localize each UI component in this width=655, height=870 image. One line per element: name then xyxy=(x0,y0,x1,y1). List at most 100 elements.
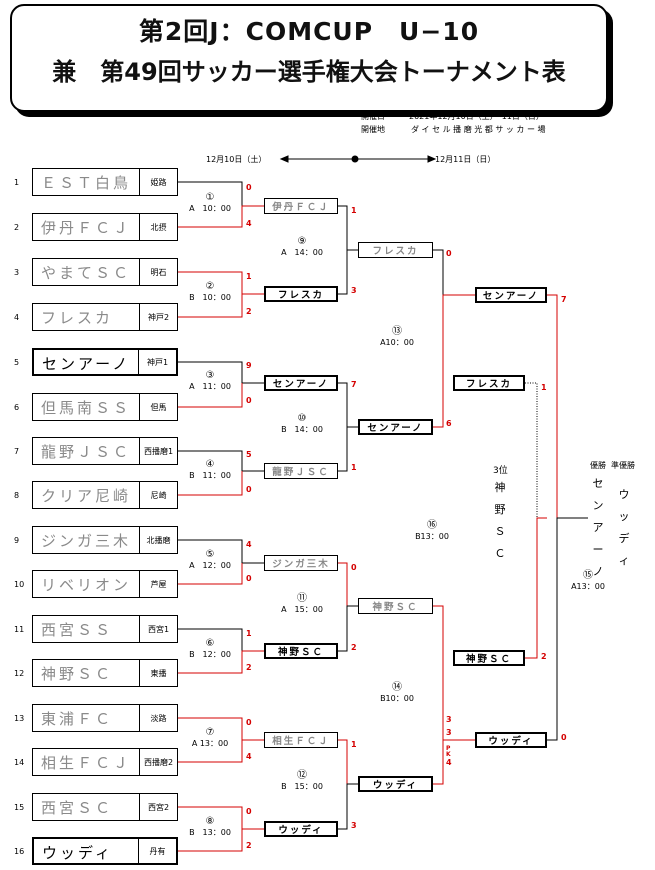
winner-box: ウッディ xyxy=(264,821,338,837)
score: 3 xyxy=(446,715,452,724)
score: 1 xyxy=(246,629,252,638)
team-card: クリア尼崎 尼崎 xyxy=(32,481,178,509)
team-number: 3 xyxy=(14,268,20,277)
match-info: ④ B 11：00 xyxy=(186,459,234,481)
winner-box: フレスカ xyxy=(264,286,338,302)
score: 2 xyxy=(246,663,252,672)
team-name: ＥＳＴ白鳥 xyxy=(41,174,132,192)
team-number: 2 xyxy=(14,223,20,232)
score: 0 xyxy=(561,733,567,742)
team-number: 13 xyxy=(14,714,25,723)
match-time: A13：00 xyxy=(571,582,605,591)
score: 0 xyxy=(246,807,252,816)
team-area: 西宮2 xyxy=(139,794,177,820)
team-card: センアーノ 神戸1 xyxy=(32,348,178,376)
score: 0 xyxy=(246,574,252,583)
score: 0 xyxy=(246,183,252,192)
match-info: ⑫ B 15：00 xyxy=(270,770,334,792)
team-name: やまてＳＣ xyxy=(41,264,132,282)
match-number: ⑫ xyxy=(297,770,307,781)
match-info: ⑨ A 14：00 xyxy=(270,236,334,258)
date-value: 2021年12月10日（土）・11日（日） xyxy=(409,112,544,121)
match-number: ⑤ xyxy=(205,549,215,560)
match-number: ① xyxy=(205,192,215,203)
score: 2 xyxy=(246,307,252,316)
match-info: ⑩ B 14：00 xyxy=(270,413,334,435)
team-area: 西播磨1 xyxy=(139,438,177,464)
team-name: クリア尼崎 xyxy=(41,487,132,505)
score: 2 xyxy=(246,841,252,850)
match-info: ① A 10：00 xyxy=(186,192,234,214)
team-number: 4 xyxy=(14,313,20,322)
team-name: ジンガ三木 xyxy=(41,532,132,550)
score: 0 xyxy=(246,396,252,405)
runnerup-name: ウ ッ デ ィ xyxy=(618,488,630,567)
team-number: 7 xyxy=(14,447,20,456)
match-time: B10：00 xyxy=(380,694,414,703)
team-number: 9 xyxy=(14,536,20,545)
winner-box: フレスカ xyxy=(358,242,433,258)
match-time: B13：00 xyxy=(415,532,449,541)
match-number: ⑬ xyxy=(392,326,402,337)
team-area: 神戸1 xyxy=(138,350,176,374)
team-number: 14 xyxy=(14,758,25,767)
winner-box: センアーノ xyxy=(264,375,338,391)
match-info: ⑦ A 13：00 xyxy=(186,727,234,749)
score: 1 xyxy=(541,383,547,392)
match-time: A 10：00 xyxy=(189,204,231,213)
match-time: B 12：00 xyxy=(189,650,231,659)
champion-name: セ ン ア ー ノ xyxy=(592,477,604,578)
score: 6 xyxy=(446,419,452,428)
team-name: リベリオン xyxy=(41,576,132,594)
score: 7 xyxy=(351,380,357,389)
team-card: リベリオン 芦屋 xyxy=(32,570,178,598)
team-area: 北播磨 xyxy=(139,527,177,553)
title-line1: 第2回J：COMCUP U−10 xyxy=(138,17,480,46)
team-area: 但馬 xyxy=(139,394,177,420)
match-number: ⑦ xyxy=(205,727,215,738)
match-number: ⑯ xyxy=(427,520,437,531)
match-time: A 14：00 xyxy=(281,248,323,257)
pk-score: 4 xyxy=(446,758,452,767)
title-box: 第2回J：COMCUP U−10 兼 第49回サッカー選手権大会トーナメント表 xyxy=(10,4,608,112)
team-card: フレスカ 神戸2 xyxy=(32,303,178,331)
third-place-team2: 神野ＳＣ xyxy=(453,650,525,666)
team-name: 但馬南ＳＳ xyxy=(41,399,132,417)
score: 1 xyxy=(351,740,357,749)
team-name: ウッディ xyxy=(42,844,113,862)
match-time: A10：00 xyxy=(380,338,414,347)
match-info: ⑪ A 15：00 xyxy=(270,593,334,615)
match-info: ③ A 11：00 xyxy=(186,370,234,392)
title-line2: 兼 第49回サッカー選手権大会トーナメント表 xyxy=(52,58,566,86)
team-card: 但馬南ＳＳ 但馬 xyxy=(32,393,178,421)
score: 2 xyxy=(541,652,547,661)
score: 1 xyxy=(351,463,357,472)
match-number: ③ xyxy=(205,370,215,381)
match-time: B 11：00 xyxy=(189,471,231,480)
team-number: 10 xyxy=(14,580,25,589)
match-time: A 11：00 xyxy=(189,382,231,391)
team-number: 15 xyxy=(14,803,25,812)
score: 0 xyxy=(446,249,452,258)
match-info: ⑯ B13：00 xyxy=(410,520,454,542)
team-area: 姫路 xyxy=(139,169,177,195)
match-time: B 13：00 xyxy=(189,828,231,837)
third-place-winner: 神 野 Ｓ Ｃ xyxy=(494,481,506,560)
score: 0 xyxy=(351,563,357,572)
winner-box: ジンガ三木 xyxy=(264,555,338,571)
team-card: ウッディ 丹有 xyxy=(32,837,178,865)
team-name: 神野ＳＣ xyxy=(41,665,114,683)
match-time: B 14：00 xyxy=(281,425,323,434)
team-name: 東浦ＦＣ xyxy=(41,710,114,728)
score: 3 xyxy=(446,728,452,737)
team-number: 11 xyxy=(14,625,25,634)
team-number: 12 xyxy=(14,669,25,678)
team-number: 1 xyxy=(14,178,20,187)
date-label: 開催日 xyxy=(361,112,385,121)
winner-box: 神野ＳＣ xyxy=(358,598,433,614)
score: 7 xyxy=(561,295,567,304)
team-area: 北摂 xyxy=(139,214,177,240)
score: 1 xyxy=(246,272,252,281)
finalist-box: センアーノ xyxy=(475,287,547,303)
